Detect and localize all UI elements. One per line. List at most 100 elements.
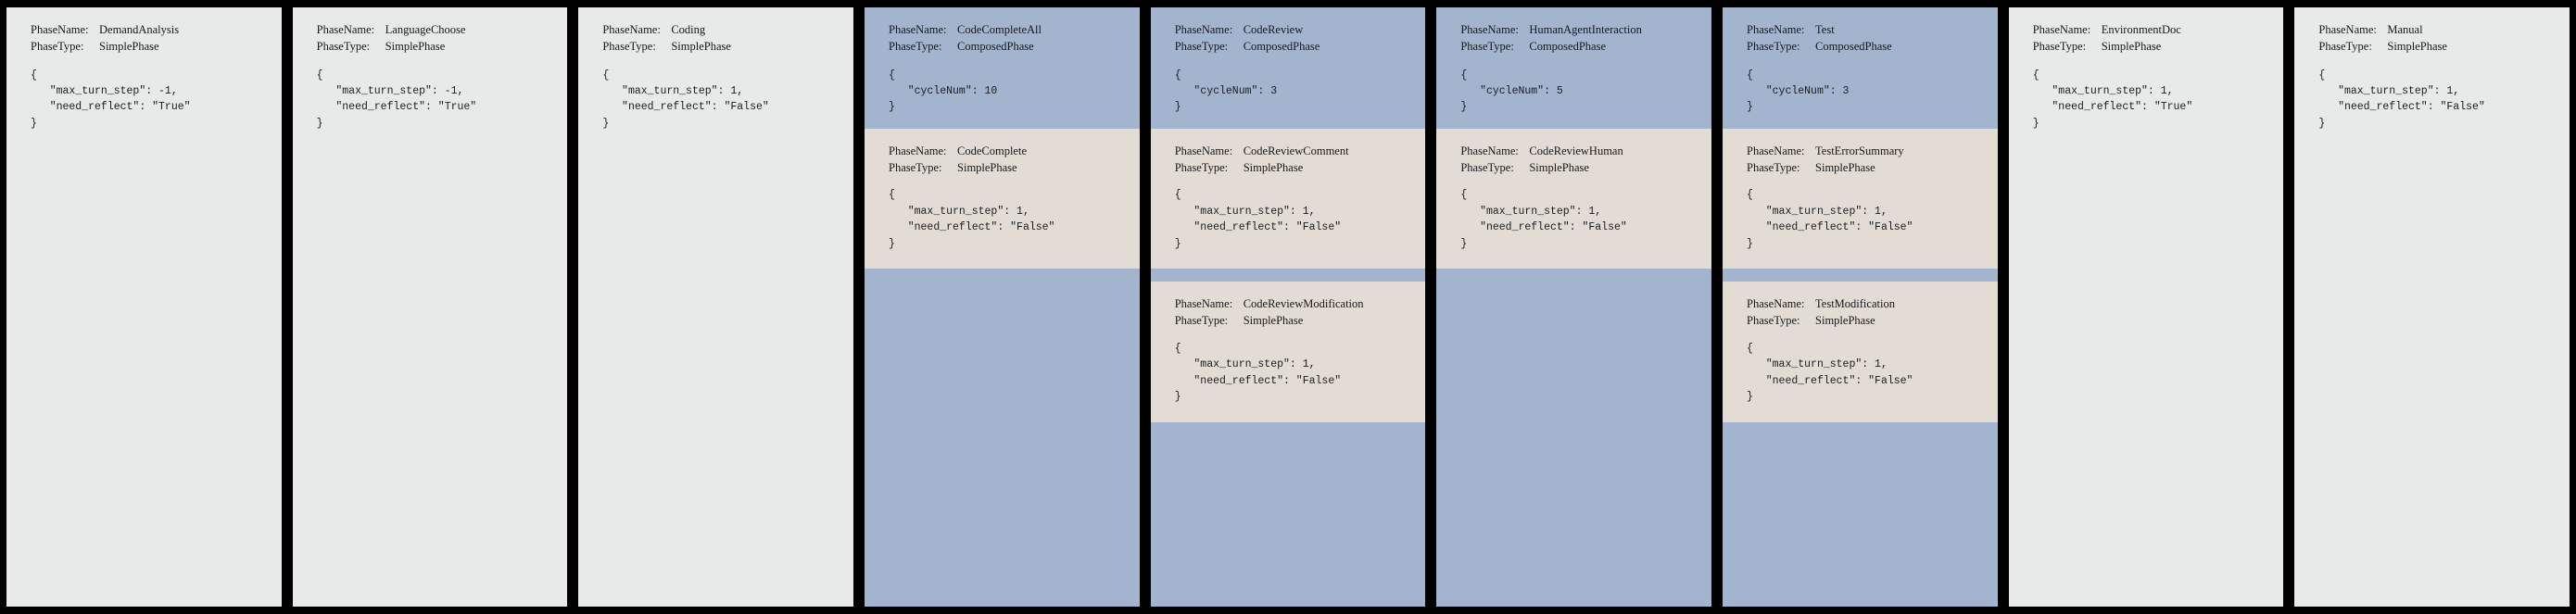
phase-config-json: { "cycleNum": 3}: [1747, 68, 1985, 116]
subphase-spacer: [1436, 282, 1711, 594]
config-line: {: [889, 189, 895, 202]
config-line: "need_reflect": "False": [1747, 221, 1913, 234]
phase-type-label: PhaseType:: [889, 160, 942, 174]
phase-name-value: CodeReview: [1243, 23, 1304, 36]
phase-config-json: { "max_turn_step": -1, "need_reflect": "…: [31, 68, 269, 132]
phase-name-label: PhaseName:: [1747, 297, 1805, 311]
phase-type-value: ComposedPhase: [957, 39, 1034, 53]
phase-name-label-row: PhaseName:Test: [1747, 22, 1985, 39]
phase-config-json: { "max_turn_step": 1, "need_reflect": "T…: [2033, 68, 2271, 132]
phase-name-label-row: PhaseName:CodeComplete: [889, 144, 1127, 160]
phase-name-label: PhaseName:: [2318, 23, 2377, 36]
subphase-spacer: [1151, 435, 1426, 594]
config-line: "need_reflect": "False": [1460, 221, 1627, 234]
phase-type-value: SimplePhase: [2101, 39, 2162, 53]
phase-type-value: SimplePhase: [671, 39, 731, 53]
config-line: {: [1747, 189, 1753, 202]
phase-type-value: SimplePhase: [1815, 314, 1875, 328]
config-line: {: [1747, 342, 1753, 355]
config-line: }: [316, 117, 323, 130]
config-line: "need_reflect": "False": [1174, 221, 1342, 234]
config-line: "max_turn_step": 1,: [2032, 84, 2174, 97]
phase-type-label: PhaseType:: [2032, 39, 2087, 53]
phase-name-label: PhaseName:: [1174, 23, 1233, 36]
config-line: }: [2318, 117, 2326, 130]
phase-type-label: PhaseType:: [889, 39, 942, 53]
phase-name-label-row: PhaseName:CodeReviewComment: [1175, 144, 1413, 160]
phase-name-label-row: PhaseName:CodeReviewModification: [1175, 296, 1413, 313]
phase-config-json: { "cycleNum": 3}: [1175, 68, 1413, 116]
config-line: {: [889, 69, 895, 81]
config-line: {: [1460, 189, 1468, 202]
phase-type-label-row: PhaseType:SimplePhase: [602, 39, 840, 56]
config-line: "max_turn_step": 1,: [1174, 358, 1316, 371]
config-line: {: [31, 69, 37, 81]
config-line: "max_turn_step": 1,: [1747, 358, 1888, 371]
phase-config-json: { "max_turn_step": 1, "need_reflect": "F…: [602, 68, 840, 132]
phase-name-label-row: PhaseName:TestErrorSummary: [1747, 144, 1985, 160]
phase-name-label: PhaseName:: [31, 23, 89, 36]
phase-type-value: SimplePhase: [99, 39, 159, 53]
config-line: }: [31, 117, 37, 130]
config-line: }: [889, 101, 895, 114]
phase-type-label: PhaseType:: [1174, 314, 1229, 328]
config-line: "need_reflect": "False": [889, 221, 1055, 234]
phase-type-label: PhaseType:: [1174, 39, 1229, 53]
config-line: "need_reflect": "True": [31, 101, 191, 114]
phase-type-label: PhaseType:: [1460, 160, 1514, 174]
config-line: }: [1747, 391, 1753, 404]
phase-type-value: ComposedPhase: [1529, 39, 1606, 53]
phase-name-label: PhaseName:: [316, 23, 375, 36]
config-line: {: [1174, 189, 1181, 202]
phase-name-value: DemandAnalysis: [99, 23, 180, 36]
phase-type-label-row: PhaseType:SimplePhase: [1460, 160, 1698, 177]
config-line: {: [316, 69, 323, 81]
phase-type-label-row: PhaseType: ComposedPhase: [889, 39, 1127, 56]
phase-name-value: Test: [1815, 23, 1835, 36]
phase-type-value: ComposedPhase: [1243, 39, 1320, 53]
phase-type-label: PhaseType:: [2318, 39, 2372, 53]
config-line: "max_turn_step": 1,: [2318, 84, 2460, 97]
config-line: "max_turn_step": -1,: [31, 84, 178, 97]
phase-name-label: PhaseName:: [1460, 144, 1519, 157]
phase-type-label-row: PhaseType:SimplePhase: [1747, 313, 1985, 330]
phase-config-json: { "cycleNum": 10}: [889, 68, 1127, 116]
subphase-spacer: [865, 282, 1140, 594]
phase-name-value: CodeReviewHuman: [1529, 144, 1623, 157]
phase-config-json: { "max_turn_step": -1, "need_reflect": "…: [317, 68, 555, 132]
config-line: "max_turn_step": 1,: [1747, 205, 1888, 218]
phase-name-value: CodeComplete: [957, 144, 1028, 157]
config-line: }: [602, 117, 610, 130]
phase-type-label-row: PhaseType: ComposedPhase: [1175, 39, 1413, 56]
phase-name-label-row: PhaseName: DemandAnalysis: [31, 22, 269, 39]
phase-type-label: PhaseType:: [1174, 160, 1229, 174]
config-line: }: [1174, 101, 1181, 114]
config-line: {: [1747, 69, 1753, 81]
phase-name-value: Manual: [2387, 23, 2423, 36]
config-line: }: [1174, 391, 1181, 404]
phase-type-value: SimplePhase: [1243, 314, 1304, 328]
subphase-spacer: [1723, 435, 1998, 594]
